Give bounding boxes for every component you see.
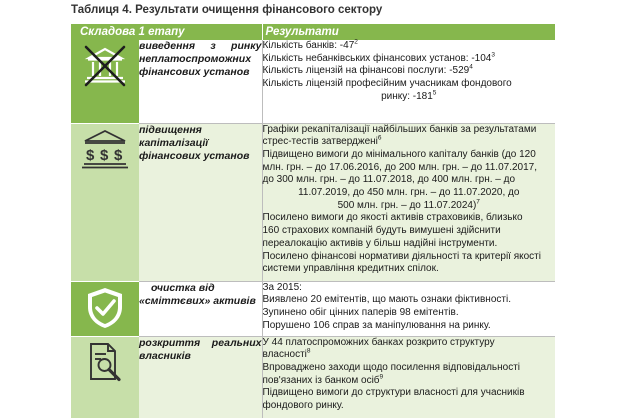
- stage-line: капіталізації: [139, 136, 209, 149]
- result-line: 500 млн. грн. – до 11.07.2024)7: [337, 198, 480, 211]
- result-line: стрес-тестів затверджені6: [262, 134, 382, 148]
- row-results-cell: У 44 платоспроможних банках розкрито стр…: [261, 336, 555, 418]
- row-icon-cell: [71, 281, 139, 337]
- results-table: Складова 1 етапу Результати: [71, 24, 555, 418]
- svg-text:$: $: [100, 147, 109, 164]
- result-line: Підвищено вимоги до мінімального капітал…: [262, 148, 536, 160]
- result-line: За 2015:: [262, 281, 302, 293]
- row-stage-cell: розкриття реальних власників: [139, 336, 262, 418]
- row-stage-cell: виведення з ринку неплатоспроможних фіна…: [139, 40, 262, 124]
- header-stage: Складова 1 етапу: [71, 24, 263, 40]
- shield-check-icon: [88, 287, 122, 328]
- svg-text:$: $: [86, 147, 95, 164]
- result-line: Виявлено 20 емітентів, що мають ознаки ф…: [262, 294, 511, 306]
- stage-line: очистка від: [151, 281, 215, 294]
- result-line: Посилено фінансові нормативи діяльності …: [262, 250, 542, 262]
- table-caption: Таблиця 4. Результати очищення фінансово…: [71, 4, 383, 16]
- svg-text:$: $: [114, 147, 123, 164]
- table-row: розкриття реальних власників У 44 платос…: [71, 336, 555, 418]
- table-header-row: Складова 1 етапу Результати: [71, 24, 555, 40]
- table-row: виведення з ринку неплатоспроможних фіна…: [71, 38, 555, 124]
- result-line: Графіки рекапіталізації найбільших банкі…: [262, 123, 537, 135]
- result-line: переалокацію активів у більш надійні інс…: [262, 237, 498, 249]
- stage-line: власників: [139, 349, 191, 362]
- result-line: Підвищено вимоги до структури власності …: [262, 387, 525, 399]
- stage-line: «сміттєвих» активів: [139, 294, 256, 307]
- result-line: Кількість ліцензій професійним учасникам…: [262, 78, 512, 90]
- result-line: Впроваджено заходи щодо посилення відпов…: [262, 361, 521, 373]
- money-bank-icon: $ $ $: [82, 129, 128, 168]
- result-line: власності8: [262, 347, 311, 361]
- row-results-cell: За 2015: Виявлено 20 емітентів, що мають…: [261, 281, 555, 337]
- result-line: млн. грн. – до 17.06.2016, до 200 млн. г…: [262, 161, 538, 173]
- result-line: 11.07.2019, до 450 млн. грн. – до 11.07.…: [298, 187, 520, 199]
- stage-line: фінансових установ: [139, 149, 250, 162]
- result-line: системи управління кредитних спілок.: [262, 263, 439, 275]
- table-row: $ $ $ підвищення капіталізації фінансови…: [71, 123, 555, 282]
- row-icon-cell: [71, 336, 139, 418]
- result-line: Кількість небанківських фінансових устан…: [262, 51, 495, 64]
- result-line: до 300 млн. грн. – до 11.07.2018, до 400…: [262, 174, 516, 186]
- result-line: пов'язаних із банком осіб9: [262, 373, 384, 386]
- crossed-out-bank-icon: [84, 45, 126, 87]
- result-line: Кількість банків: -472: [262, 38, 358, 51]
- table-row: очистка від «сміттєвих» активів За 2015:…: [71, 281, 555, 337]
- header-results: Результати: [262, 24, 555, 40]
- stage-line: неплатоспроможних: [139, 53, 252, 65]
- row-stage-cell: підвищення капіталізації фінансових уста…: [139, 123, 262, 282]
- result-line: ринку: -1815: [381, 89, 437, 102]
- stage-line: розкриття реальних: [139, 336, 262, 349]
- result-line: Зупинено обіг цінних паперів 98 емітенті…: [262, 306, 459, 318]
- row-results-cell: Графіки рекапіталізації найбільших банкі…: [261, 123, 555, 282]
- row-results-cell: Кількість банків: -472 Кількість небанкі…: [261, 38, 555, 124]
- stage-line: підвищення: [139, 123, 202, 136]
- result-line: Посилено вимоги до якості активів страхо…: [262, 212, 523, 224]
- stage-line: фінансових установ: [139, 66, 250, 78]
- document-magnifier-icon: [90, 342, 121, 381]
- row-stage-cell: очистка від «сміттєвих» активів: [139, 281, 262, 337]
- result-line: Кількість ліцензій на фінансові послуги:…: [262, 64, 473, 77]
- row-icon-cell: [71, 40, 139, 124]
- row-icon-cell: $ $ $: [71, 123, 139, 282]
- result-line: У 44 платоспроможних банках розкрито стр…: [262, 336, 495, 348]
- result-line: 160 страхових компаній будуть вимушені з…: [262, 225, 501, 237]
- stage-line: виведення з ринку: [139, 40, 262, 52]
- result-line: Порушено 106 справ за маніпулювання на р…: [262, 319, 491, 331]
- result-line: фондового ринку.: [262, 400, 344, 412]
